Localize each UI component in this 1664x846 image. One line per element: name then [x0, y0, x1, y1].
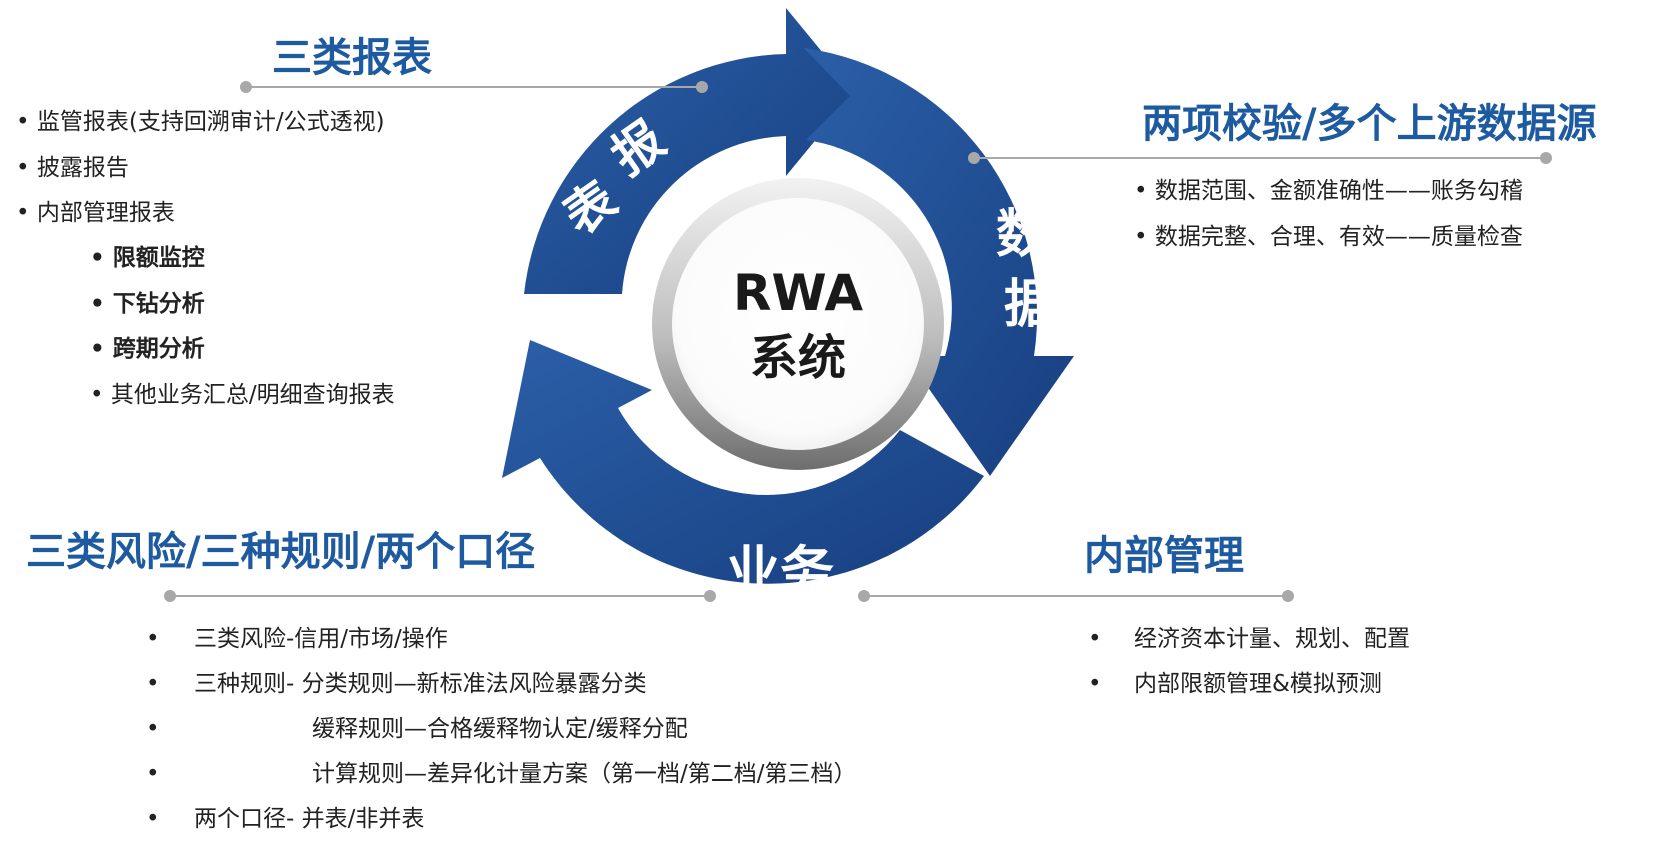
data-connector-line — [974, 157, 1546, 159]
list-bullet: • — [1088, 626, 1102, 652]
list-item: 三种规则- 分类规则—新标准法风险暴露分类 — [194, 671, 647, 697]
internal-panel-title: 内部管理 — [1084, 533, 1244, 579]
report-connector-dot-right — [696, 81, 708, 93]
list-item: • 跨期分析 — [90, 336, 205, 362]
data-connector-dot-right — [1540, 152, 1552, 164]
list-item: • 监管报表(支持回溯审计/公式透视) — [16, 109, 385, 135]
business-connector-dot-right — [704, 590, 716, 602]
data-arrow — [804, 48, 1074, 476]
business-connector-line — [170, 595, 710, 597]
list-item: • 其他业务汇总/明细查询报表 — [90, 382, 395, 408]
internal-connector-dot-right — [1282, 590, 1294, 602]
list-item: 三类风险-信用/市场/操作 — [194, 626, 448, 652]
list-bullet: • — [146, 806, 160, 832]
list-item: 两个口径- 并表/非并表 — [194, 806, 425, 832]
list-bullet: • — [146, 716, 160, 742]
business-arrow-label: 业务 — [726, 540, 834, 603]
list-bullet: • — [146, 761, 160, 787]
list-item: 缓释规则—合格缓释物认定/缓释分配 — [312, 716, 688, 742]
list-item: • 下钻分析 — [90, 291, 205, 317]
center-title-line1: RWA — [732, 264, 864, 322]
report-connector-line — [246, 86, 702, 88]
list-bullet: • — [1088, 671, 1102, 697]
list-item: 内部限额管理&模拟预测 — [1134, 671, 1382, 697]
business-arrow — [502, 340, 984, 584]
report-panel-title: 三类报表 — [272, 35, 432, 81]
list-item: • 数据完整、合理、有效——质量检查 — [1134, 224, 1523, 250]
data-arrow-label-1: 数 — [996, 205, 1048, 265]
list-item: 经济资本计量、规划、配置 — [1134, 626, 1410, 652]
list-item: • 内部管理报表 — [16, 200, 175, 226]
list-item: 计算规则—差异化计量方案（第一档/第二档/第三档） — [312, 761, 857, 787]
data-panel-title: 两项校验/多个上游数据源 — [1142, 101, 1597, 147]
business-panel-title: 三类风险/三种规则/两个口径 — [26, 529, 536, 575]
list-bullet: • — [146, 671, 160, 697]
report-arrow — [524, 8, 855, 294]
list-item: • 数据范围、金额准确性——账务勾稽 — [1134, 178, 1523, 204]
list-item: • 披露报告 — [16, 155, 129, 181]
internal-connector-line — [864, 595, 1288, 597]
data-arrow-label-2: 据 — [1004, 275, 1056, 335]
list-bullet: • — [146, 626, 160, 652]
list-item: • 限额监控 — [90, 245, 205, 271]
center-title-line2: 系统 — [749, 330, 846, 386]
